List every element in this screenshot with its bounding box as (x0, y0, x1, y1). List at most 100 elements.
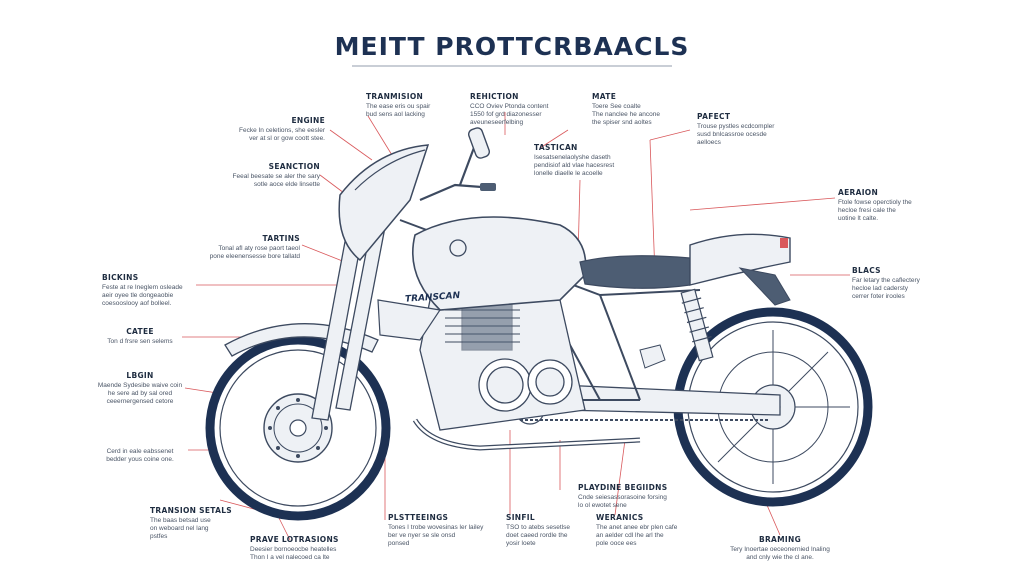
label-text: LBGIN (126, 371, 154, 380)
label-seanction: SEANCTION Feeal beesate se aler the sary… (190, 162, 320, 189)
label-text: CATEE (126, 327, 154, 336)
label-text: The ease eris ou spair (366, 103, 431, 110)
label-text: TRANSION SETALS (150, 506, 232, 515)
label-text: BLACS (852, 266, 881, 275)
label-text: Tones I trobe wovesinas ler lailey (388, 524, 484, 531)
label-text: the spiser snd aoltes (592, 119, 652, 126)
label-text: The baas betsad use (150, 517, 211, 524)
label-text: pstfes (150, 533, 168, 540)
label-text: lonelle diaelle le acoelle (534, 170, 603, 177)
label-text: PAFECT (697, 112, 731, 121)
label-text: TASTICAN (534, 143, 578, 152)
label-text: BICKINS (102, 273, 139, 282)
label-text: Thon I a vel nalecoed ca lte (250, 554, 330, 561)
label-text: and cnly wie the cl ane. (746, 554, 814, 561)
label-text: Cnde seiesassorasoine forsing (578, 494, 667, 501)
label-text: susd bnlcassroe ocesde (697, 131, 767, 138)
label-braming: BRAMING Tery Inoertae oeceonernied lnali… (715, 535, 845, 562)
front-wheel (205, 335, 391, 521)
label-prave: PRAVE LOTRASIONS Deesier bornoeocbe heat… (250, 535, 360, 562)
label-text: MATE (592, 92, 617, 101)
label-text: Cerd in eale eabssenet (106, 448, 174, 455)
seat (579, 255, 691, 289)
tank-brand-text: TRANSCAN (405, 291, 461, 305)
label-text: Feeal beesate se aler the sary (232, 173, 320, 180)
label-text: TRANMISION (366, 92, 424, 101)
label-text: sotle aoce elde linsette (253, 181, 320, 188)
label-text: lo ol ewotet sene (578, 502, 627, 509)
engine-block (419, 299, 586, 431)
label-text: Trouse pystles ecdcompler (697, 123, 775, 130)
label-text: PLAYDINE BEGIIDNS (578, 483, 668, 492)
title-underline (352, 65, 672, 67)
label-text: BRAMING (758, 535, 802, 544)
label-text: Fecke In celetions, she eesler (239, 127, 325, 134)
label-plstteeings: PLSTTEEINGS Tones I trobe wovesinas ler … (388, 513, 488, 548)
label-text: Tonal afl aty rose paort taeol (218, 245, 300, 252)
label-text: bud sens aol lacking (366, 111, 425, 118)
label-text: ENGINE (291, 116, 325, 125)
label-text: CCO Oviev Ptonda content (470, 103, 549, 110)
label-text: an aelder cdl lhe arl the (596, 532, 664, 539)
tail-fairing (689, 233, 791, 286)
label-text: REHICTION (470, 92, 519, 101)
label-text: he sere ad by sal ored (107, 390, 173, 397)
rear-shock (680, 288, 714, 362)
label-text: WERANICS (596, 513, 644, 522)
label-text: Far letary the caflectery (852, 277, 920, 284)
label-text: coesooslooy aof bolleel. (102, 300, 172, 307)
label-text: aeir oyee tle dongeaobie (102, 292, 174, 299)
label-text: on weboard nel lang (150, 525, 209, 532)
label-text: pole ooce ees (596, 540, 637, 547)
label-text: PRAVE LOTRASIONS (250, 535, 339, 544)
label-text: cerrer foter irooles (852, 293, 905, 300)
label-text: ber ve nyer se sle onsd (388, 532, 456, 539)
label-text: pendisiof ald vlae hacesrest (534, 162, 615, 169)
label-text: Ton d frsre sen selems (107, 338, 173, 345)
label-text: hecloe lad cadersty (852, 285, 909, 292)
label-text: The nanclee he ancone (592, 111, 660, 118)
label-text: aveuneseerfelbing (470, 119, 524, 126)
label-text: hecloe fresi cale the (838, 207, 896, 214)
label-text: ver at sl or gow coott stee. (249, 135, 325, 142)
label-text: bedder yous coine one. (106, 456, 174, 463)
mirror (468, 127, 490, 159)
front-fork (311, 214, 387, 421)
label-text: TSO to atebs sesetlse (506, 524, 570, 531)
label-text: yosir loete (506, 540, 536, 547)
label-text: PLSTTEEINGS (388, 513, 449, 522)
windscreen (354, 149, 426, 191)
label-text: TARTINS (262, 234, 300, 243)
label-text: Ftole fowse operctioly the (838, 199, 912, 206)
label-text: Tery Inoertae oeceonernied lnaling (730, 546, 830, 553)
label-text: Isesatsenelaolyshe daseth (534, 154, 611, 161)
label-text: aelloecs (697, 139, 721, 146)
label-text: Toere See coalte (592, 103, 641, 110)
label-text: SEANCTION (268, 162, 320, 171)
label-text: Deesier bornoeocbe heatelles (250, 546, 337, 553)
label-text: 1550 fof grd diazonesser (470, 111, 542, 118)
page-title: MEITT PROTTCRBAACLS (334, 32, 690, 61)
label-text: ceeernergensed cetore (106, 398, 174, 405)
label-text: doet caeed rordle the (506, 532, 568, 539)
label-text: AERAION (838, 188, 879, 197)
label-text: SINFIL (506, 513, 535, 522)
label-text: Feste at re Ineglem osleade (102, 284, 183, 291)
label-text: pone eleenensesse bore tallatd (209, 253, 300, 260)
label-text: uotine lt calte. (838, 215, 879, 222)
label-catee: CATEE Ton d frsre sen selems (100, 327, 180, 346)
label-text: Maende Sydesibe waive coin (97, 382, 183, 389)
